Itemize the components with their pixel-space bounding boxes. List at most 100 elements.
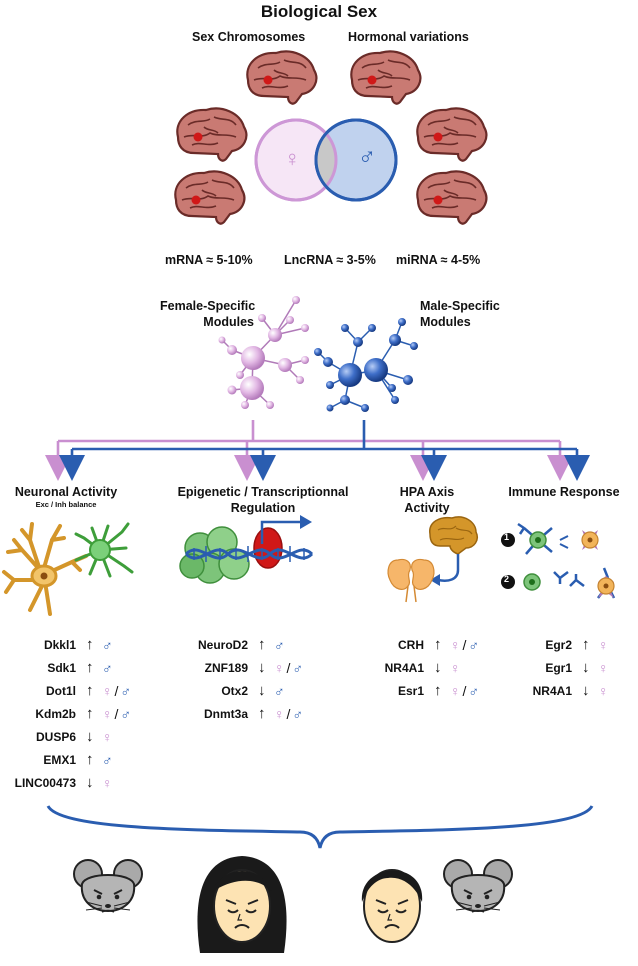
immune-row-1 xyxy=(501,522,599,555)
immune-marker-1: 1 xyxy=(504,532,510,542)
gene-sex-symbol: ♀/♂ xyxy=(102,683,131,699)
brain-icon xyxy=(176,107,248,162)
sad-man-icon xyxy=(361,869,423,943)
mrna-percentage: mRNA ≈ 5-10% xyxy=(165,253,253,267)
gene-direction-arrow: ↑ xyxy=(86,751,94,768)
category-hpa-axis: HPA Axis Activity xyxy=(392,484,462,516)
gene-sex-symbol: ♀ xyxy=(598,637,609,653)
sad-woman-icon xyxy=(197,856,287,953)
hpa-brain-icon xyxy=(429,516,478,586)
gene-sex-symbol: ♀/♂ xyxy=(274,706,303,722)
gene-name: Egr1 xyxy=(545,661,572,675)
bottom-layer xyxy=(46,805,594,953)
gene-name: NeuroD2 xyxy=(197,638,248,652)
gene-direction-arrow: ↑ xyxy=(434,682,442,699)
gene-direction-arrow: ↑ xyxy=(86,636,94,653)
category-neuronal-activity: Neuronal Activity Exc / Inh balance xyxy=(10,484,122,509)
brain-icon xyxy=(246,50,318,105)
category-hpa-axis-line1: HPA Axis xyxy=(399,485,455,499)
green-neuron-icon xyxy=(74,522,134,578)
gene-name: DUSP6 xyxy=(35,730,76,744)
header-sex-chromosomes: Sex Chromosomes xyxy=(192,30,306,44)
male-symbol: ♂ xyxy=(358,143,376,170)
gene-sex-symbol: ♀ xyxy=(102,775,113,791)
brain-icon xyxy=(350,50,422,105)
gene-sex-symbol: ♂ xyxy=(102,752,113,768)
brain-icon xyxy=(416,107,488,162)
gene-name: NR4A1 xyxy=(384,661,424,675)
gene-name: Sdk1 xyxy=(47,661,76,675)
gene-direction-arrow: ↓ xyxy=(86,728,94,745)
male-modules-label: Male-Specific Modules xyxy=(420,298,500,330)
gene-name: Dnmt3a xyxy=(203,707,248,721)
gene-direction-arrow: ↓ xyxy=(86,774,94,791)
venn-diagram xyxy=(254,118,398,202)
header-hormonal-variations: Hormonal variations xyxy=(348,30,469,44)
male-branch-arrows xyxy=(59,420,590,481)
gene-sex-symbol: ♀ xyxy=(598,683,609,699)
kidney-icon xyxy=(387,558,435,603)
category-immune-response-title: Immune Response xyxy=(508,485,620,499)
gene-name: NR4A1 xyxy=(532,684,572,698)
gene-direction-arrow: ↓ xyxy=(258,659,266,676)
gene-direction-arrow: ↑ xyxy=(86,659,94,676)
gene-direction-arrow: ↑ xyxy=(258,705,266,722)
male-modules-line2: Modules xyxy=(420,315,471,329)
mouse-face-icon xyxy=(73,859,143,913)
gene-sex-symbol: ♀/♂ xyxy=(102,706,131,722)
gene-direction-arrow: ↑ xyxy=(582,636,590,653)
gene-name: Egr2 xyxy=(545,638,572,652)
immune-marker-2: 2 xyxy=(504,574,510,584)
category-hpa-axis-line2: Activity xyxy=(404,501,450,515)
gene-direction-arrow: ↑ xyxy=(434,636,442,653)
dna-helix-icon xyxy=(184,515,314,569)
category-neuronal-activity-title: Neuronal Activity xyxy=(14,485,118,499)
orange-neuron-icon xyxy=(2,522,88,616)
gene-sex-symbol: ♀/♂ xyxy=(450,637,479,653)
gene-sex-symbol: ♂ xyxy=(102,637,113,653)
category-immune-response: Immune Response xyxy=(504,484,624,500)
gene-name: EMX1 xyxy=(43,753,76,767)
gene-name: Esr1 xyxy=(397,684,424,698)
category-neuronal-activity-sub: Exc / Inh balance xyxy=(35,500,97,509)
gene-name: ZNF189 xyxy=(204,661,248,675)
gene-name: LINC00473 xyxy=(14,776,76,790)
category-epigenetic-line1: Epigenetic / Transcriptionnal xyxy=(177,485,349,499)
gene-direction-arrow: ↑ xyxy=(86,705,94,722)
curly-brace xyxy=(46,805,594,849)
female-modules-line2: Modules xyxy=(203,315,254,329)
category-epigenetic-line2: Regulation xyxy=(230,501,296,515)
gene-name: Kdm2b xyxy=(35,707,76,721)
gene-sex-symbol: ♀ xyxy=(598,660,609,676)
male-modules-line1: Male-Specific xyxy=(420,299,500,313)
nucleosome-icon xyxy=(179,526,250,584)
gene-sex-symbol: ♀ xyxy=(450,660,461,676)
brain-icon xyxy=(416,170,488,225)
figure-title: Biological Sex xyxy=(260,2,378,21)
gene-sex-symbol: ♂ xyxy=(274,683,285,699)
gene-sex-symbol: ♂ xyxy=(102,660,113,676)
female-symbol: ♀ xyxy=(284,146,301,171)
illustrations-layer xyxy=(2,515,616,616)
gene-name: Dot1l xyxy=(46,684,76,698)
brains-layer xyxy=(174,50,488,225)
gene-name: CRH xyxy=(398,638,424,652)
immune-row-2 xyxy=(501,567,616,599)
modules-layer xyxy=(45,296,590,481)
gene-direction-arrow: ↓ xyxy=(582,682,590,699)
gene-direction-arrow: ↓ xyxy=(434,659,442,676)
female-branch-arrows xyxy=(45,420,573,481)
gene-name: Dkkl1 xyxy=(43,638,76,652)
gene-sex-symbol: ♀/♂ xyxy=(274,660,303,676)
brain-icon xyxy=(174,170,246,225)
gene-direction-arrow: ↑ xyxy=(258,636,266,653)
mouse-face-icon xyxy=(443,859,513,913)
gene-sex-symbol: ♂ xyxy=(274,637,285,653)
gene-name: Otx2 xyxy=(221,684,248,698)
gene-direction-arrow: ↓ xyxy=(258,682,266,699)
female-modules-label: Female-Specific Modules xyxy=(160,298,255,330)
gene-direction-arrow: ↑ xyxy=(86,682,94,699)
lncrna-percentage: LncRNA ≈ 3-5% xyxy=(284,253,376,267)
gene-sex-symbol: ♀/♂ xyxy=(450,683,479,699)
